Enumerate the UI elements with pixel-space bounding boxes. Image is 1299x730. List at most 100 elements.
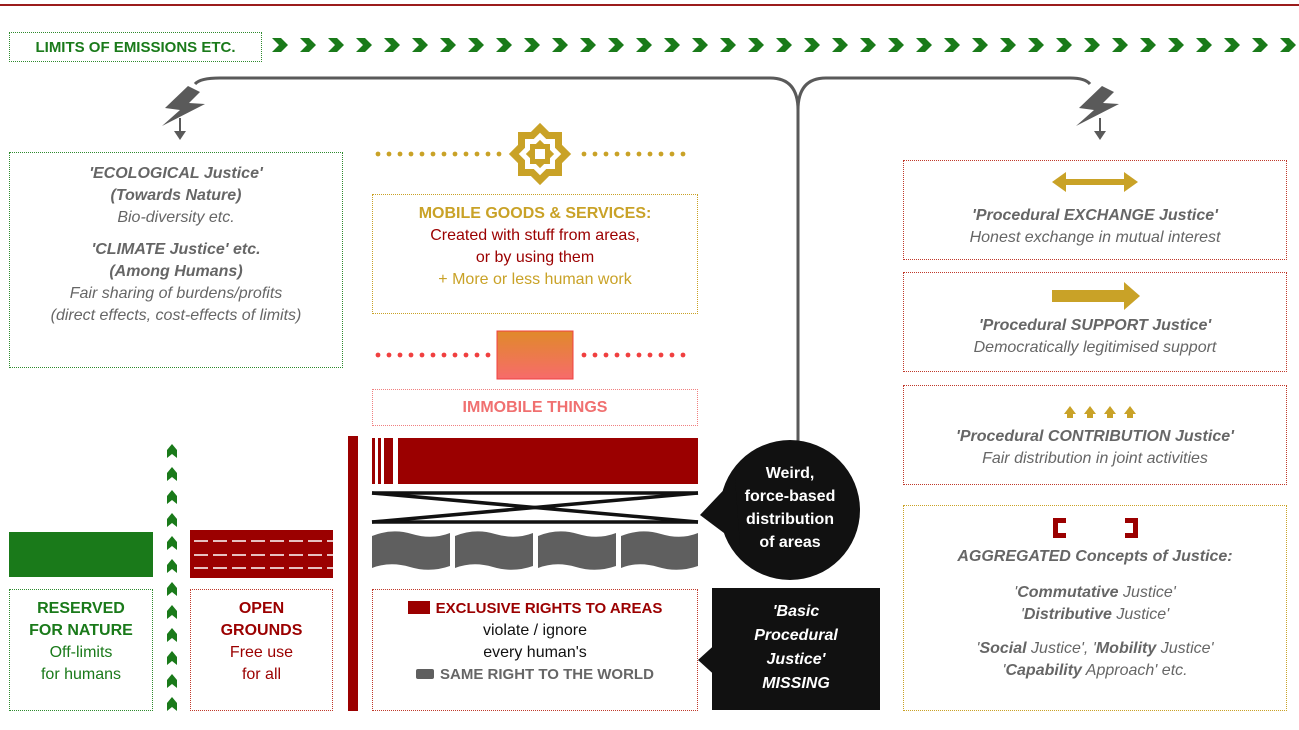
chevron-right-icon	[328, 38, 344, 52]
weird-line3: distribution	[746, 511, 834, 528]
chevron-right-icon	[468, 38, 484, 52]
chevron-right-icon	[272, 38, 288, 52]
gold-dot	[592, 151, 598, 157]
red-dot	[386, 352, 392, 358]
red-dot	[592, 352, 598, 358]
chevron-right-icon	[972, 38, 988, 52]
red-dot	[419, 352, 425, 358]
chevron-right-icon	[440, 38, 456, 52]
chevron-right-icon	[1168, 38, 1184, 52]
mobile-goods-title: MOBILE GOODS & SERVICES:	[418, 205, 652, 222]
limits-label-box: LIMITS OF EMISSIONS ETC.	[9, 32, 262, 62]
capability-bold: Capability	[1005, 662, 1082, 679]
immobile-things-box: IMMOBILE THINGS	[372, 389, 698, 426]
red-dot	[474, 352, 480, 358]
chevron-right-icon	[1084, 38, 1100, 52]
immobile-gradient-block	[496, 330, 574, 380]
gold-dot	[581, 151, 587, 157]
gold-dot	[463, 151, 469, 157]
gold-dot	[408, 151, 414, 157]
up-arrow-icon	[167, 628, 177, 642]
gold-dot	[658, 151, 664, 157]
gold-dot	[636, 151, 642, 157]
distributive-bold: Distributive	[1023, 606, 1112, 623]
red-dot	[625, 352, 631, 358]
towards-nature-label: (Towards Nature)	[110, 187, 242, 204]
gold-dot	[452, 151, 458, 157]
red-dot	[581, 352, 587, 358]
chevron-right-icon	[1140, 38, 1156, 52]
up-arrow-icon	[167, 559, 177, 573]
chevron-right-icon	[580, 38, 596, 52]
chevron-right-icon	[720, 38, 736, 52]
reserved-line3: Off-limits	[49, 644, 113, 661]
open-line3: Free use	[229, 644, 294, 661]
chevron-right-icon	[1112, 38, 1128, 52]
gold-dot	[625, 151, 631, 157]
chevron-right-icon	[608, 38, 624, 52]
red-dot	[647, 352, 653, 358]
gold-dot	[614, 151, 620, 157]
mobile-goods-line4: + More or less human work	[438, 271, 632, 288]
chevron-right-icon	[916, 38, 932, 52]
direct-effects-label: (direct effects, cost-effects of limits)	[50, 307, 302, 324]
chevron-right-icon	[776, 38, 792, 52]
exclusive-rights-box: EXCLUSIVE RIGHTS TO AREAS violate / igno…	[372, 589, 698, 711]
fair-sharing-label: Fair sharing of burdens/profits	[69, 285, 283, 302]
gold-dot	[647, 151, 653, 157]
limits-chevron-row	[272, 38, 1296, 52]
chevron-right-icon	[748, 38, 764, 52]
commutative-line: 'Commutative Justice'	[1014, 584, 1176, 601]
support-justice-title: 'Procedural SUPPORT Justice'	[978, 317, 1212, 334]
up-arrow-icon	[167, 467, 177, 481]
same-right-line: SAME RIGHT TO THE WORLD	[373, 664, 697, 686]
biodiversity-label: Bio-diversity etc.	[117, 209, 235, 226]
exclusive-red-bar	[372, 438, 698, 484]
red-dot	[658, 352, 664, 358]
exchange-justice-title: 'Procedural EXCHANGE Justice'	[972, 207, 1218, 224]
chevron-right-icon	[1280, 38, 1296, 52]
red-dot	[603, 352, 609, 358]
climate-justice-title: 'CLIMATE Justice' etc.	[91, 241, 261, 258]
chevron-right-icon	[664, 38, 680, 52]
reserved-line2: FOR NATURE	[29, 622, 133, 639]
open-line2: GROUNDS	[220, 622, 303, 639]
weird-line4: of areas	[759, 534, 821, 551]
red-dot	[614, 352, 620, 358]
chevron-right-icon	[496, 38, 512, 52]
gold-dot	[680, 151, 686, 157]
red-dot	[636, 352, 642, 358]
chevron-right-icon	[1224, 38, 1240, 52]
distributive-line: 'Distributive Justice'	[1020, 606, 1170, 623]
up-arrow-icon	[167, 651, 177, 665]
double-arrow-icon	[1052, 172, 1138, 192]
up-arrow-icon	[167, 444, 177, 458]
weird-line1: Weird,	[765, 465, 815, 482]
up-arrow-icon	[167, 697, 177, 711]
gold-dot	[430, 151, 436, 157]
aggregated-justice-box: AGGREGATED Concepts of Justice: 'Commuta…	[903, 505, 1287, 711]
nature-up-arrows	[167, 444, 177, 711]
red-dot	[397, 352, 403, 358]
gold-dot	[474, 151, 480, 157]
mobile-goods-box: MOBILE GOODS & SERVICES: Created with st…	[372, 194, 698, 314]
red-dot	[485, 352, 491, 358]
mobile-goods-line3: or by using them	[475, 249, 595, 266]
open-grounds-block	[190, 530, 333, 578]
chevron-right-icon	[1000, 38, 1016, 52]
same-right-label: SAME RIGHT TO THE WORLD	[440, 666, 654, 683]
justice-word-2: Justice	[1116, 606, 1167, 623]
support-justice-subtitle: Democratically legitimised support	[973, 339, 1217, 356]
up-arrow-icon	[167, 490, 177, 504]
red-dot	[463, 352, 469, 358]
justice-word-1: Justice	[1123, 584, 1173, 601]
missing-line2: Procedural	[754, 627, 838, 644]
exchange-justice-subtitle: Honest exchange in mutual interest	[969, 229, 1221, 246]
red-dot	[452, 352, 458, 358]
open-grounds-box: OPEN GROUNDS Free use for all	[190, 589, 333, 711]
exclusive-line2: violate / ignore	[482, 622, 588, 639]
brackets-icon	[1053, 518, 1138, 538]
lightning-icon-left	[162, 86, 205, 140]
commutative-bold: Commutative	[1017, 584, 1119, 601]
